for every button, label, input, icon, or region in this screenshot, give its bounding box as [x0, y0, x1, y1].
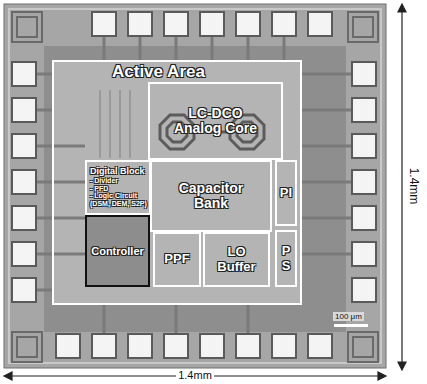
height-dimension: 1.4mm	[407, 166, 421, 207]
block-item: - Divider	[90, 177, 148, 185]
ps-block: PS	[275, 230, 297, 287]
block-label: LO Buffer	[211, 245, 263, 274]
block-label: PS	[280, 244, 293, 273]
active-area: Active AreaLC-DCO Analog CoreDigital Blo…	[52, 60, 302, 305]
block-label: Digital Block	[90, 167, 150, 177]
block-label: PI	[280, 186, 293, 200]
block-label: PPF	[164, 252, 189, 266]
lo-buffer-block: LO Buffer	[203, 232, 270, 287]
block-item: - PFD	[90, 185, 148, 193]
block-item: - Logic Circuit (DSM, DEM, S2P)	[90, 192, 148, 207]
pi-block: PI	[275, 160, 297, 226]
lc-dco-core: LC-DCO Analog Core	[148, 82, 283, 160]
block-label: Capacitor Bank	[171, 181, 251, 212]
scale-bar-label: 100 μm	[333, 312, 364, 321]
ppf-block: PPF	[153, 232, 201, 287]
block-label: LC-DCO Analog Core	[170, 106, 262, 137]
width-dimension: 1.4mm	[176, 369, 214, 381]
block-label: Active Area	[112, 63, 205, 82]
block-label: Controller	[91, 245, 144, 257]
controller-block: Controller	[85, 215, 150, 287]
capacitor-bank: Capacitor Bank	[150, 160, 272, 232]
digital-block: Digital Block- Divider- PFD- Logic Circu…	[85, 160, 151, 215]
